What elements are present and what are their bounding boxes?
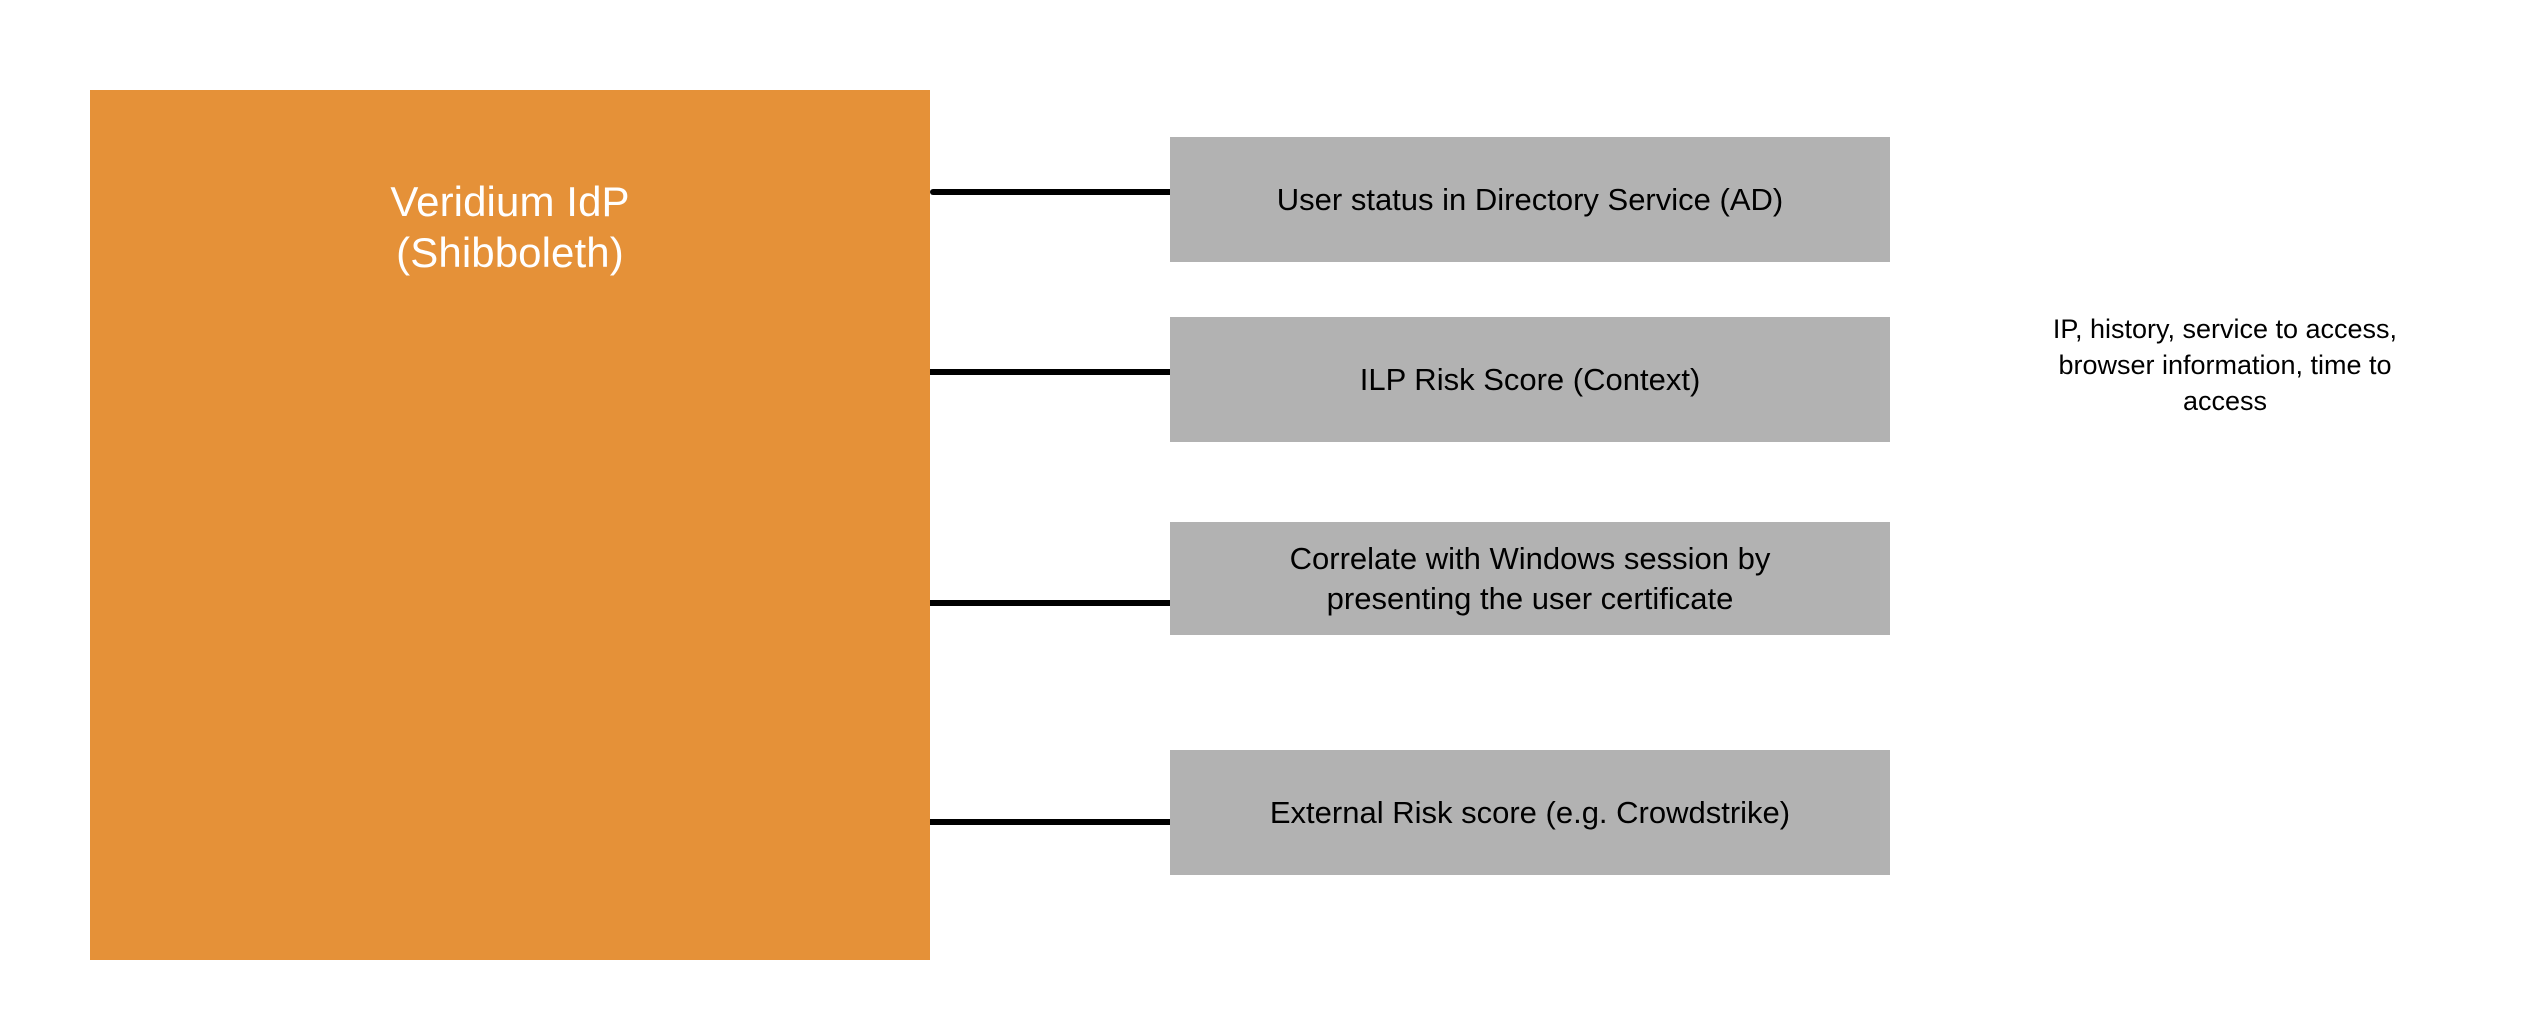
connector-line-windows-session [930,600,1170,606]
idp-node-label: Veridium IdP (Shibboleth) [390,178,630,277]
signal-box-ilp-risk-score: ILP Risk Score (Context) [1170,317,1890,442]
signal-label-directory-service: User status in Directory Service (AD) [1276,181,1784,217]
signal-box-external-risk-score: External Risk score (e.g. Crowdstrike) [1170,750,1890,875]
signal-label-external-risk-score: External Risk score (e.g. Crowdstrike) [1269,794,1791,830]
signal-box-directory-service: User status in Directory Service (AD) [1170,137,1890,262]
context-annotation-text: IP, history, service to access, browser … [2052,314,2398,416]
signal-label-ilp-risk-score: ILP Risk Score (Context) [1359,361,1701,397]
signal-label-windows-session: Correlate with Windows session by presen… [1289,540,1771,616]
connector-line-directory-service [930,189,1170,195]
signal-box-windows-session: Correlate with Windows session by presen… [1170,522,1890,635]
idp-node: Veridium IdP (Shibboleth) [90,90,930,960]
connector-line-external-risk-score [930,819,1170,825]
connector-line-ilp-risk-score [930,369,1170,375]
